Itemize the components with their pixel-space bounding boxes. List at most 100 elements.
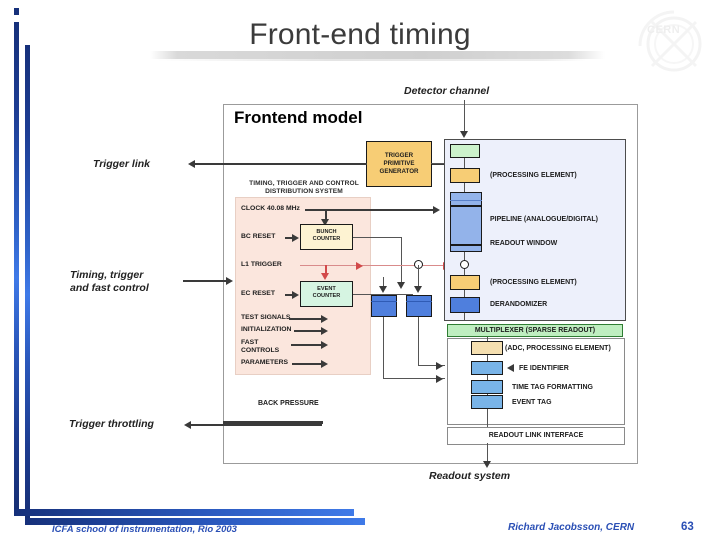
pipeline-divider-top — [450, 200, 482, 201]
label-pipeline: PIPELINE (ANALOGUE/DIGITAL) — [490, 216, 598, 223]
readout-window-bottom — [450, 244, 482, 246]
label-event-tag: EVENT TAG — [512, 399, 552, 406]
buffer-1-in-arrow — [379, 286, 387, 293]
bunch-counter-down-arrow — [397, 282, 405, 289]
label-fe-identifier: FE IDENTIFIER — [519, 365, 569, 372]
buffer-2-in-line — [418, 265, 419, 287]
clock-arrow — [433, 206, 440, 214]
l1-trigger-down — [325, 265, 327, 276]
left-bar-tick — [14, 8, 19, 15]
ttc-signal-initialization: INITIALIZATION — [241, 326, 292, 333]
label-adc-processing-element: (ADC, PROCESSING ELEMENT) — [505, 345, 611, 352]
trigger-link-arrow — [188, 160, 195, 168]
fe-identifier-arrow — [507, 364, 514, 372]
clock-branch-line — [325, 209, 327, 222]
label-multiplexer: MULTIPLEXER (SPARSE READOUT) — [474, 327, 596, 334]
back-pressure-line — [223, 421, 323, 424]
label-derandomizer: DERANDOMIZER — [490, 301, 548, 308]
label-time-tag-formatting: TIME TAG FORMATTING — [512, 384, 594, 391]
ttc-signal-controls: CONTROLS — [241, 347, 280, 354]
ttc-caption-line2: DISTRIBUTION SYSTEM — [265, 188, 343, 195]
ttc-signal-parameters: PARAMETERS — [241, 359, 289, 366]
buffer-1-out-down — [383, 317, 384, 379]
footer-left-text: ICFA school of instrumentation, Rio 2003 — [52, 524, 237, 535]
ttc-arrow-line — [183, 280, 227, 282]
initialization-arrow — [321, 327, 328, 335]
label-readout-link-interface: READOUT LINK INTERFACE — [488, 432, 584, 439]
buffer-1-divider — [371, 301, 397, 302]
detector-channel-line — [464, 100, 465, 134]
derandomizer-block — [450, 297, 480, 313]
ec-reset-line — [285, 294, 294, 296]
figure-heading: Frontend model — [234, 108, 363, 127]
initialization-line — [294, 330, 323, 332]
fast-controls-arrow — [321, 341, 328, 349]
title-underline — [150, 51, 605, 61]
label-readout-window: READOUT WINDOW — [490, 240, 558, 247]
buffer-block-1 — [371, 295, 397, 317]
test-signals-line — [289, 318, 323, 320]
ttc-signal-test-signals: TEST SIGNALS — [241, 314, 291, 321]
clock-line — [305, 209, 435, 211]
ttc-signal-bc-reset: BC RESET — [241, 233, 276, 240]
label-detector-channel: Detector channel — [404, 85, 490, 97]
time-tag-block — [471, 380, 503, 394]
event-counter-out — [353, 294, 413, 295]
bc-reset-line — [285, 237, 294, 239]
buffer-1-in-line — [383, 277, 384, 287]
label-ttc-line1: Timing, trigger — [70, 269, 144, 281]
ttc-caption-line1: TIMING, TRIGGER AND CONTROL — [249, 180, 359, 187]
label-ttc-line2: and fast control — [70, 281, 149, 294]
bunch-counter-down — [401, 237, 402, 286]
left-accent-bar-inner — [25, 45, 30, 525]
ttc-signal-fast: FAST — [241, 339, 259, 346]
label-processing-element-2: (PROCESSING ELEMENT) — [490, 279, 577, 286]
fe-identifier-block — [471, 361, 503, 375]
parameters-line — [292, 363, 323, 365]
detector-input-block — [450, 144, 480, 158]
l1-trigger-down-arrow — [321, 273, 329, 280]
tpg-input-line — [223, 163, 367, 165]
processing-element-2-block — [450, 275, 480, 290]
ec-reset-arrow — [292, 291, 299, 299]
label-trigger-throttling: Trigger throttling — [69, 418, 154, 430]
label-trigger-link: Trigger link — [93, 158, 150, 170]
buffer-block-2 — [406, 295, 432, 317]
buffer-2-out-down — [418, 317, 419, 366]
buffer-1-out-arrow — [436, 375, 443, 383]
label-readout-system: Readout system — [429, 470, 511, 482]
processing-element-1-block — [450, 168, 480, 183]
bunch-counter-out — [353, 237, 402, 238]
buffer-2-divider — [406, 301, 432, 302]
l1-trigger-arrow-mid — [356, 262, 363, 270]
event-tag-block — [471, 395, 503, 409]
fast-controls-line — [291, 344, 323, 346]
pipeline-block — [450, 192, 482, 252]
footer-page-number: 63 — [681, 521, 694, 533]
ttc-caption: TIMING, TRIGGER AND CONTROL DISTRIBUTION… — [234, 180, 374, 196]
cern-logo: CERN — [630, 6, 716, 78]
channel-trigger-node — [460, 260, 469, 269]
cern-logo-text: CERN — [647, 24, 681, 36]
left-accent-bar-outer — [14, 22, 19, 514]
ttc-signal-ec-reset: EC RESET — [241, 290, 275, 297]
readout-link-interface-block: READOUT LINK INTERFACE — [447, 427, 625, 445]
multiplexer-block — [447, 324, 623, 337]
ttc-signal-l1-trigger: L1 TRIGGER — [241, 261, 282, 268]
footer-bar-top — [14, 509, 354, 516]
throttling-arrow — [184, 421, 191, 429]
ttc-arrow-head — [226, 277, 233, 285]
detector-channel-arrow — [460, 131, 468, 138]
l1-trigger-line — [300, 265, 580, 266]
buffer-2-in-arrow — [414, 286, 422, 293]
label-timing-trigger-fast-control: Timing, trigger and fast control — [70, 269, 149, 294]
page-title: Front-end timing — [249, 18, 471, 51]
ttc-signal-clock: CLOCK 40.08 MHz — [241, 205, 300, 212]
buffer-1-out-right — [383, 378, 445, 379]
readout-system-arrow — [483, 461, 491, 468]
readout-window-top — [450, 205, 482, 207]
label-back-pressure: BACK PRESSURE — [258, 400, 319, 407]
